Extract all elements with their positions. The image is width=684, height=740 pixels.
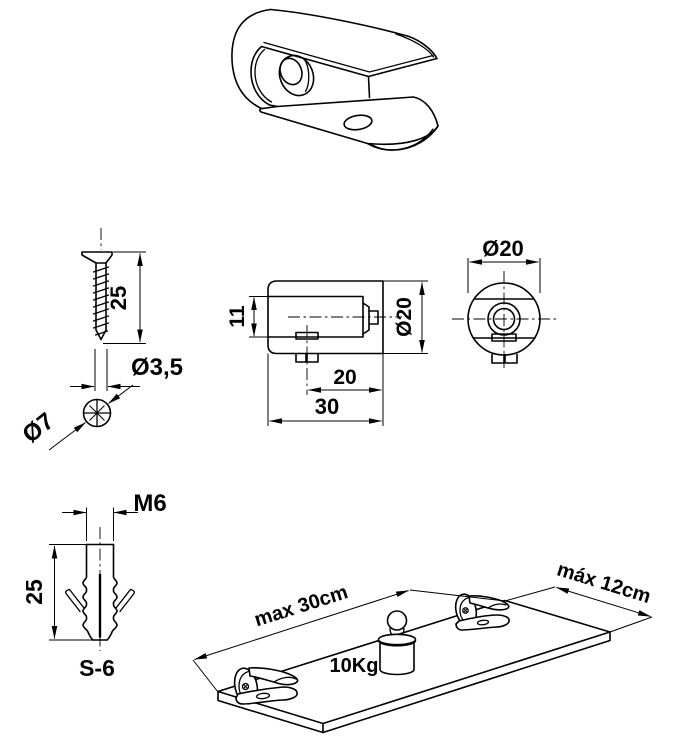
plug-model-label: S-6 bbox=[79, 655, 115, 681]
slot-height-label: 11 bbox=[226, 305, 249, 328]
plug-thread-label: M6 bbox=[133, 490, 166, 517]
counterbore-inner bbox=[279, 57, 303, 86]
screw-head-view: Ø7 bbox=[17, 384, 134, 451]
plate-hole bbox=[343, 114, 373, 131]
max-depth-label: máx 12cm bbox=[554, 558, 653, 608]
pozidriv-diagonals bbox=[89, 405, 105, 421]
clamp-left bbox=[233, 667, 299, 705]
plug-length-label: 25 bbox=[21, 579, 47, 605]
screw-diameter-label: Ø3,5 bbox=[131, 354, 183, 381]
plug-wings bbox=[65, 588, 135, 613]
max-span-label: max 30cm bbox=[252, 581, 351, 631]
screw-side-view: 25 Ø3,5 bbox=[70, 228, 183, 391]
counterbore-outer bbox=[278, 54, 315, 97]
screw-length-label: 25 bbox=[106, 286, 131, 310]
screw-head-diameter-label: Ø7 bbox=[17, 408, 59, 449]
installation-view: 10Kg max 30cm bbox=[192, 558, 653, 734]
max-load-label: 10Kg bbox=[330, 655, 379, 677]
side-diameter-label: Ø20 bbox=[393, 297, 416, 337]
wall-plug-view: M6 25 S-6 bbox=[21, 490, 167, 681]
clamp-front-view: Ø20 bbox=[452, 236, 556, 368]
screw-threads bbox=[92, 266, 110, 336]
clamp-3d-view bbox=[231, 8, 439, 151]
clamp-right bbox=[454, 593, 510, 631]
clamp-side-view: 11 Ø20 20 30 bbox=[226, 280, 428, 426]
screw-offset-label: 20 bbox=[333, 366, 356, 389]
front-diameter-label: Ø20 bbox=[482, 236, 524, 261]
body-width-label: 30 bbox=[315, 394, 339, 419]
